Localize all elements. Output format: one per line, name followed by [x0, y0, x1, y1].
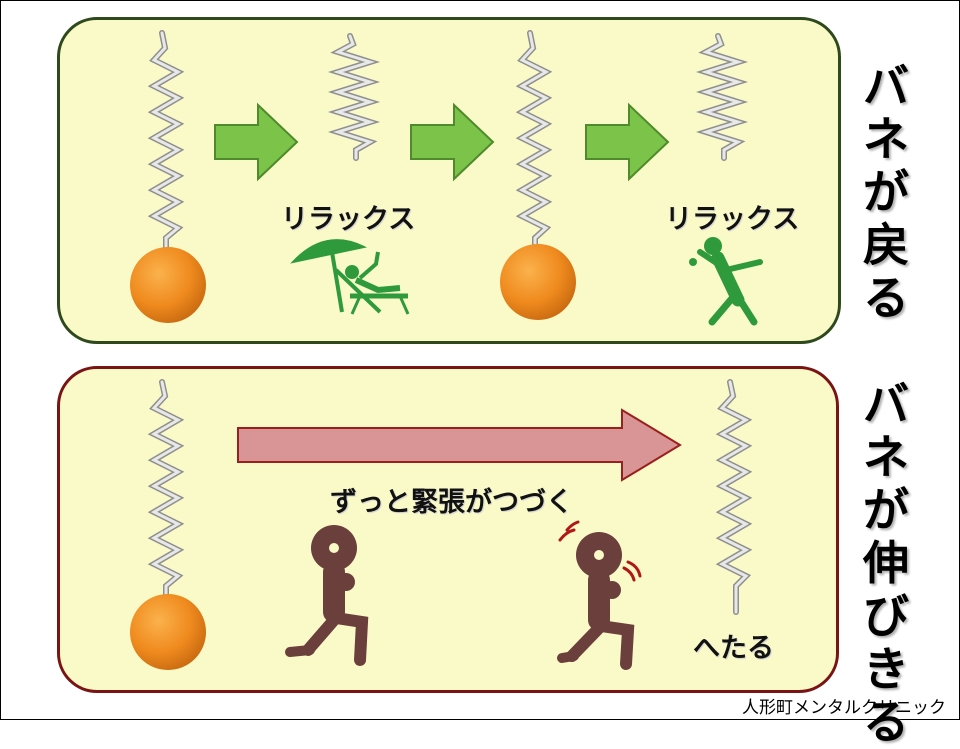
relax-label-1: リラックス [281, 204, 416, 235]
relax-label-2: リラックス [665, 204, 800, 235]
kneeling-weight-figure-2 [557, 532, 635, 670]
kneeling-weight-figure-1 [285, 525, 369, 666]
spring-long-3 [515, 30, 553, 255]
pink-long-arrow [237, 408, 682, 482]
green-arrow-1 [214, 102, 299, 182]
orange-ball-3 [500, 244, 576, 320]
top-diagram [130, 30, 763, 326]
strain-marks [558, 520, 642, 582]
beach-chair-relax-icon [290, 239, 410, 315]
tension-label: ずっと緊張がつづく [330, 487, 573, 518]
spring-long-1 [147, 30, 185, 255]
spring-short-2 [327, 33, 381, 161]
spring-short-4 [695, 33, 749, 161]
spring-long-bottom-left [147, 379, 185, 601]
side-title-top: バ ネ が 戻 る [863, 59, 909, 325]
clinic-credit: 人形町メンタルクリニック [742, 698, 946, 718]
green-arrow-3 [585, 102, 670, 182]
orange-ball-1 [130, 247, 206, 323]
karaoke-singer-icon [689, 237, 763, 326]
green-arrow-2 [410, 102, 495, 182]
orange-ball-bottom [130, 594, 206, 670]
spring-overstretched-right [715, 379, 753, 615]
bottom-diagram [130, 379, 753, 670]
exhausted-label: へたる [693, 633, 774, 664]
